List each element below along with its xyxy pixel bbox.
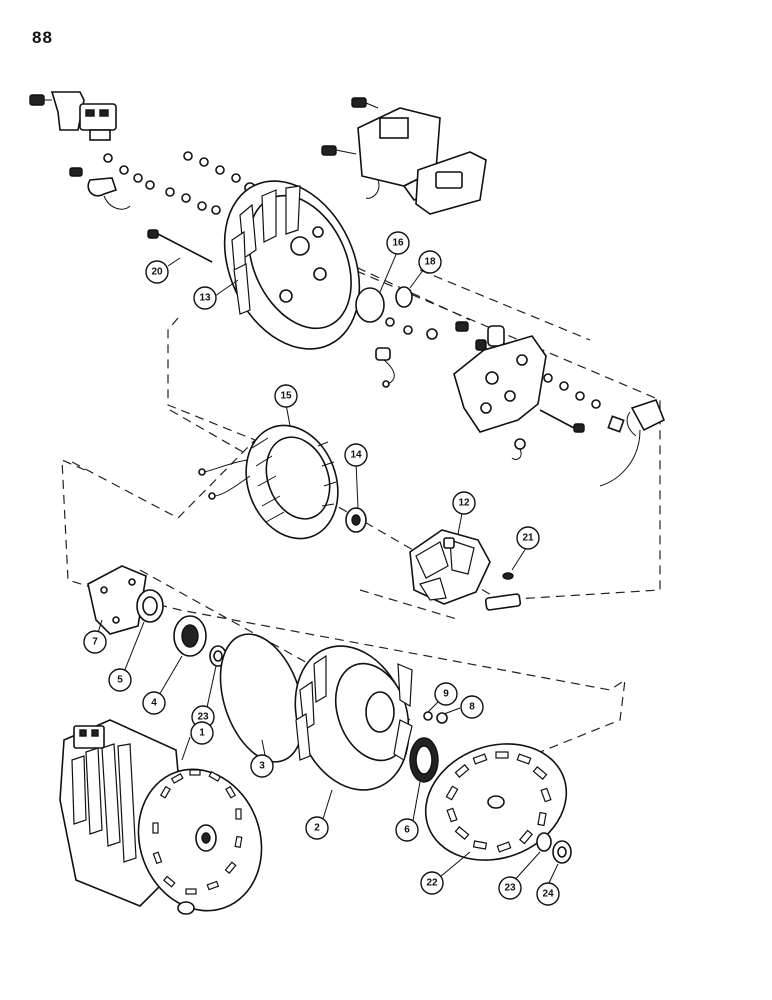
stator: [198, 424, 339, 540]
rear-bearing: [345, 507, 367, 533]
page-number: 88: [32, 28, 53, 47]
callout-13: 14: [344, 443, 368, 467]
leader-lines: [96, 249, 559, 886]
washers-mid: [375, 317, 438, 388]
callout-21: 22: [420, 871, 444, 895]
callout-label: 9: [443, 689, 449, 700]
callout-23: 23: [498, 876, 522, 900]
callout-8: 8: [460, 695, 484, 719]
callout-15: 13: [193, 286, 217, 310]
callout-label: 21: [522, 533, 534, 544]
alternator-assembly: [59, 719, 263, 915]
callout-20: 21: [516, 526, 540, 550]
nut-24: [552, 840, 572, 864]
callout-label: 3: [259, 761, 265, 772]
plug: [395, 286, 413, 308]
rectifier-bridge: [453, 321, 666, 487]
callout-label: 8: [469, 702, 475, 713]
callout-label: 6: [404, 825, 410, 836]
through-bolt: [147, 229, 213, 263]
callout-label: 7: [92, 637, 98, 648]
voltage-regulator: [321, 97, 487, 215]
callout-label: 16: [392, 238, 404, 249]
callout-label: 14: [350, 450, 362, 461]
callout-label: 22: [426, 878, 438, 889]
callout-label: 23: [504, 883, 516, 894]
callout-label: 23: [197, 712, 209, 723]
callout-label: 1: [199, 728, 205, 739]
fan: [424, 743, 568, 861]
rotor: [409, 529, 522, 611]
callout-4: 4: [142, 691, 166, 715]
callout-label: 20: [151, 267, 163, 278]
callout-label: 24: [542, 889, 554, 900]
lockwasher-23: [536, 832, 552, 852]
seal: [409, 737, 439, 783]
callout-6: 6: [395, 818, 419, 842]
slip-ring-end-frame: [223, 180, 361, 350]
callout-2: 2: [305, 816, 329, 840]
callout-3: 3: [250, 754, 274, 778]
callout-label: 2: [314, 823, 320, 834]
callout-label: 12: [458, 498, 470, 509]
callout-7: 7: [83, 630, 107, 654]
collar: [136, 589, 164, 623]
retainer-plate: [87, 565, 147, 635]
callout-12: 12: [452, 491, 476, 515]
screw-8: [436, 712, 448, 724]
drive-end-bearing: [173, 615, 207, 657]
callout-9: 9: [434, 682, 458, 706]
callout-16: 16: [386, 231, 410, 255]
lockwasher-9: [423, 711, 433, 721]
callout-label: 5: [117, 675, 123, 686]
o-ring: [355, 287, 385, 323]
callout-14: 15: [274, 384, 298, 408]
callout-label: 18: [424, 257, 436, 268]
relay-bracket-assembly: [29, 91, 155, 210]
callout-17: 18: [418, 250, 442, 274]
callout-label: 15: [280, 391, 292, 402]
callout-18: 20: [145, 260, 169, 284]
callout-label: 4: [151, 698, 157, 709]
callout-label: 13: [199, 293, 211, 304]
callout-1: 1: [190, 721, 214, 745]
woodruff-key: [502, 572, 514, 580]
callout-5: 5: [108, 668, 132, 692]
drive-end-frame: [294, 645, 413, 791]
callout-24: 24: [536, 882, 560, 906]
